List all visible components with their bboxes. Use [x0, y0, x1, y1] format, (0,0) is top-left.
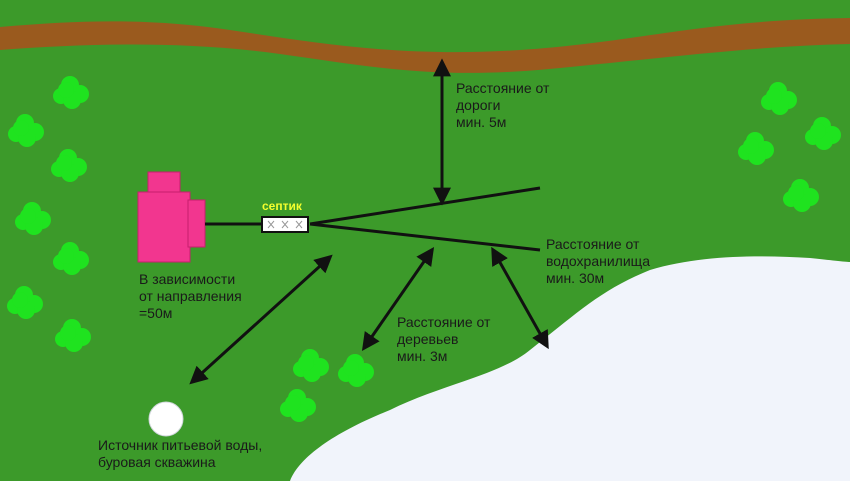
trees-label-line-3: мин. 3м — [397, 348, 448, 364]
water-reservoir — [290, 256, 850, 481]
trees-label-line-2: деревьев — [397, 331, 459, 347]
well — [148, 401, 184, 437]
trees-label-line-1: Расстояние от — [397, 314, 491, 330]
well-distance-arrow — [189, 254, 333, 385]
house-distance-label: В зависимости от направления =50м — [139, 271, 242, 322]
reservoir-label-line-1: Расстояние от — [546, 236, 640, 252]
house-label-line-2: от направления — [139, 288, 242, 304]
septic-tank — [261, 216, 309, 233]
reservoir-distance-arrow — [491, 246, 549, 350]
road-distance-label: Расстояние от дороги мин. 5м — [456, 80, 549, 131]
reservoir-distance-label: Расстояние от водохранилища мин. 30м — [546, 236, 650, 287]
house-label-line-3: =50м — [139, 305, 173, 321]
septic-label: септик — [262, 199, 302, 213]
well-label-line-2: буровая скважина — [98, 454, 216, 470]
road-label-line-3: мин. 5м — [456, 114, 507, 130]
well-label-line-1: Источник питьевой воды, — [98, 437, 263, 453]
trees-distance-label: Расстояние от деревьев мин. 3м — [397, 314, 490, 365]
road-label-line-1: Расстояние от — [456, 80, 550, 96]
well-label: Источник питьевой воды, буровая скважина — [98, 437, 262, 471]
road — [0, 18, 850, 73]
line-to-road-point — [309, 186, 541, 226]
road-label-line-2: дороги — [456, 97, 501, 113]
reservoir-label-line-2: водохранилища — [546, 253, 650, 269]
reservoir-label-line-3: мин. 30м — [546, 270, 605, 286]
house-label-line-1: В зависимости — [139, 271, 236, 287]
line-to-reservoir-point — [309, 222, 541, 252]
trees-distance-arrow — [361, 247, 435, 351]
house — [137, 171, 206, 263]
